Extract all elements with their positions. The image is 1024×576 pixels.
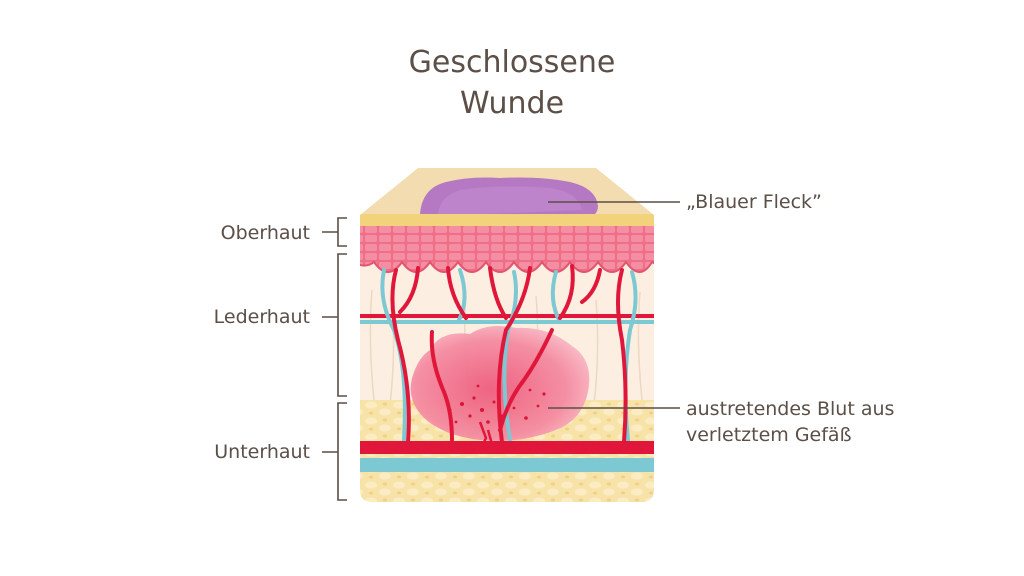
layer-brackets — [322, 217, 347, 501]
blood-dots — [448, 384, 546, 424]
epidermis-layer — [360, 226, 654, 272]
bracket-epidermis — [322, 217, 347, 247]
title-line-2: Wunde — [459, 86, 565, 121]
label-dermis: Lederhaut — [213, 306, 310, 328]
stratum-corneum — [360, 214, 654, 226]
arteries — [390, 264, 628, 444]
title-line-1: Geschlossene — [408, 45, 616, 80]
label-blood-line-2: verletztem Gefäß — [686, 424, 852, 446]
diagram-title: Geschlossene Wunde — [0, 42, 1024, 124]
large-vein — [360, 458, 654, 472]
skin-block — [360, 168, 654, 502]
bracket-subcutis — [322, 402, 347, 501]
large-artery — [360, 441, 654, 454]
label-epidermis: Oberhaut — [220, 222, 310, 244]
annotation-lines — [548, 201, 680, 409]
label-subcutis: Unterhaut — [214, 441, 310, 463]
label-blood-line-1: austretendes Blut aus — [686, 398, 895, 420]
label-bruise: „Blauer Fleck” — [686, 191, 822, 213]
bracket-dermis — [322, 253, 347, 397]
